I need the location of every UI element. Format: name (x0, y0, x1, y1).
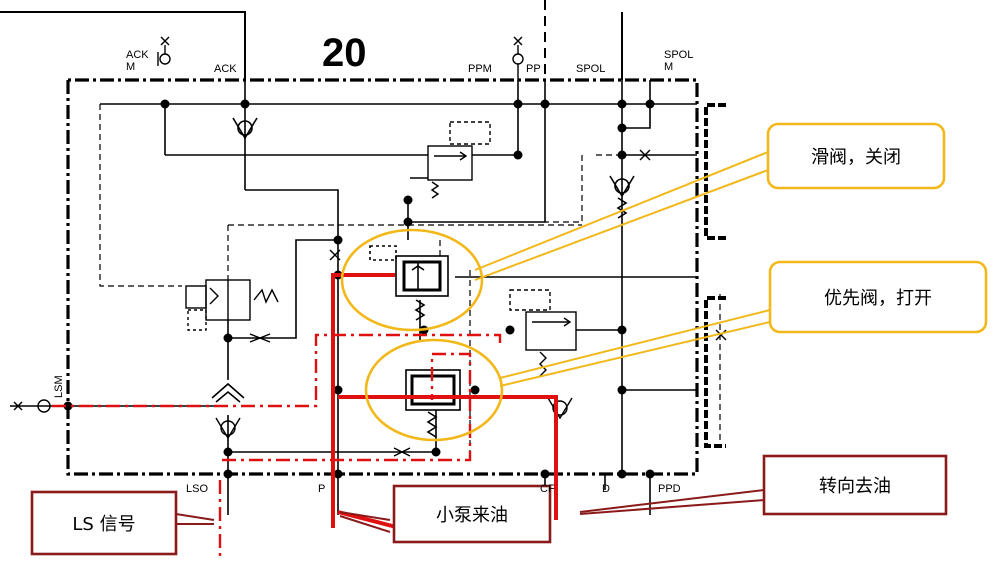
relief-valve-pp (410, 121, 491, 199)
junction-dots (63, 99, 655, 479)
port-lso: LSO (186, 483, 208, 495)
check-valve-spol (609, 175, 635, 219)
right-housing-section (704, 103, 726, 448)
callout-pointers-red (175, 489, 765, 533)
check-valve-ackm (157, 36, 171, 66)
valve-housing-boundary (66, 78, 699, 476)
internal-lines (10, 80, 697, 515)
callout-small-pump-text: 小泵来油 (436, 505, 508, 526)
callout-box-small-pump (392, 484, 552, 544)
port-cf: CF (540, 483, 555, 495)
port-spolm-line1: SPOL (664, 49, 693, 61)
callout-priority-valve-text: 优先阀，打开 (824, 288, 932, 309)
port-ackm-line1: ACK (126, 49, 149, 61)
check-valve-lso (215, 417, 241, 440)
callout-box-slide-valve (766, 122, 946, 190)
port-ackm-line2: M (126, 61, 135, 73)
callout-box-ls-signal (30, 490, 178, 556)
callout-ls-signal-text: LS 信号 (72, 514, 135, 535)
callout-pointers-yellow (474, 151, 771, 387)
highlight-ellipses (340, 228, 504, 442)
port-lsm: LSM (53, 375, 65, 398)
callout-steering-oil-text: 转向去油 (819, 476, 891, 497)
port-p: P (318, 483, 325, 495)
check-valve-lsm (13, 399, 51, 413)
port-ppd: PPD (658, 483, 681, 495)
callout-box-steering-oil (762, 454, 948, 516)
port-ack: ACK (214, 63, 237, 75)
shuttle-valve (211, 382, 245, 403)
port-d: D (602, 483, 610, 495)
callout-slide-valve-text: 滑阀，关闭 (811, 147, 901, 168)
diagram-number: 20 (322, 31, 367, 75)
sequence-valve-right (509, 289, 577, 377)
port-spolm-line2: M (664, 61, 673, 73)
callout-box-priority-valve (768, 260, 988, 334)
check-valve-right (547, 397, 573, 420)
oil-flow-ls-signal (52, 333, 502, 556)
orifice-marks (249, 149, 727, 457)
check-valve-ack (232, 117, 258, 140)
port-spol: SPOL (576, 63, 605, 75)
supply-lines-top (0, 0, 623, 80)
port-ppm: PPM (468, 63, 492, 75)
left-control-valve (185, 279, 279, 331)
check-valve-ppm (512, 36, 524, 80)
slide-valve (369, 245, 449, 321)
port-pp: PP (526, 63, 541, 75)
oil-flow-small-pump (331, 273, 558, 530)
